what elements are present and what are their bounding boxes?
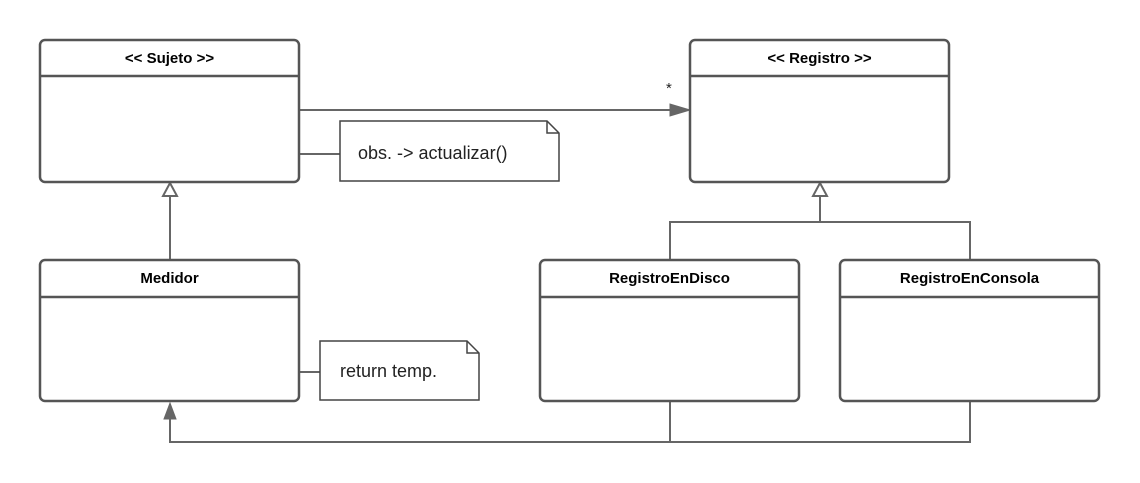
note-sujeto-text: obs. -> actualizar() bbox=[358, 143, 508, 163]
inheritance-line-disco-registro bbox=[669, 196, 821, 260]
class-registro-en-consola-title: RegistroEnConsola bbox=[900, 270, 1040, 287]
inheritance-line-consola-registro bbox=[820, 221, 971, 260]
class-sujeto[interactable]: << Sujeto >> bbox=[38, 38, 301, 184]
class-registro-title: << Registro >> bbox=[767, 50, 871, 67]
class-sujeto-title: << Sujeto >> bbox=[125, 50, 214, 67]
class-registro[interactable]: << Registro >> bbox=[688, 38, 951, 184]
class-registro-en-disco-title: RegistroEnDisco bbox=[609, 270, 730, 287]
dependency-line-disco-medidor bbox=[169, 402, 671, 443]
inheritance-triangle-icon bbox=[811, 180, 829, 197]
class-medidor[interactable]: Medidor bbox=[38, 258, 301, 403]
inheritance-triangle-icon bbox=[161, 180, 179, 197]
note-medidor[interactable]: return temp. bbox=[319, 340, 480, 401]
class-registro-en-consola[interactable]: RegistroEnConsola bbox=[838, 258, 1101, 403]
association-multiplicity: * bbox=[666, 80, 672, 97]
dependency-arrowhead-icon bbox=[163, 401, 177, 420]
note-sujeto[interactable]: obs. -> actualizar() bbox=[339, 120, 560, 182]
class-registro-en-disco[interactable]: RegistroEnDisco bbox=[538, 258, 801, 403]
note-medidor-text: return temp. bbox=[340, 361, 437, 381]
association-arrowhead-icon bbox=[669, 103, 692, 117]
class-medidor-title: Medidor bbox=[140, 270, 198, 287]
dependency-line-consola-medidor bbox=[670, 402, 971, 443]
